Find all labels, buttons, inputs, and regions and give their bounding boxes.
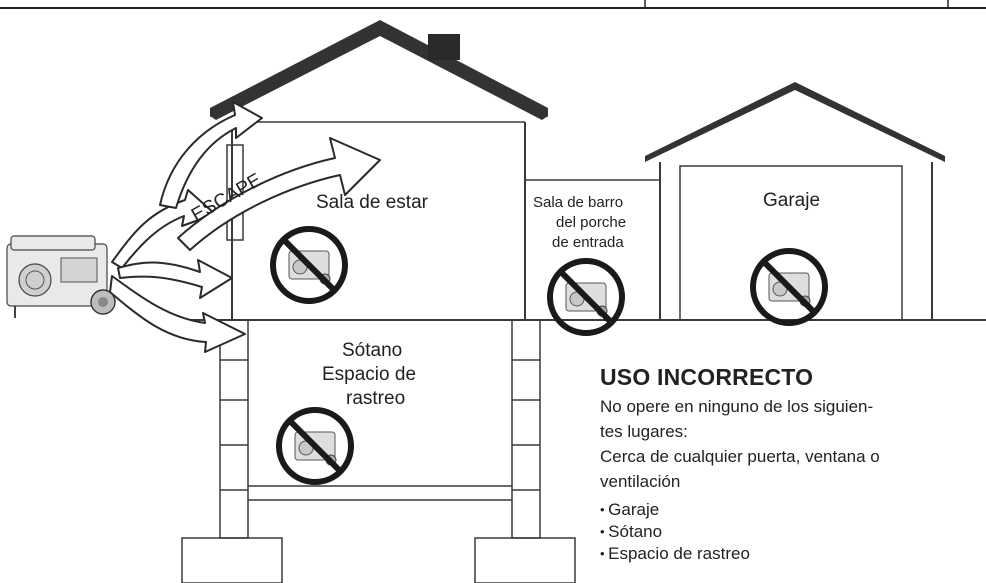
footing-right: [474, 537, 576, 583]
warning-line-1: No opere en ninguno de los siguien-: [600, 397, 874, 416]
exhaust-arrow-icon: [159, 101, 263, 209]
warning-title: USO INCORRECTO: [600, 364, 814, 390]
basement-label-line1: Sótano: [342, 340, 402, 361]
mudroom-label-line3: de entrada: [552, 234, 624, 251]
footing-left: [181, 537, 283, 583]
main-house: [210, 20, 660, 320]
warning-line-3: Cerca de cualquier puerta, ventana o: [600, 447, 880, 466]
warning-line-2: tes lugares:: [600, 422, 688, 441]
basement-label-line3: rastreo: [346, 388, 405, 409]
basement-label-line2: Espacio de: [322, 364, 416, 385]
list-item: Garaje: [600, 499, 980, 521]
generator-icon: [6, 235, 116, 318]
mudroom-label-line2: del porche: [556, 214, 626, 231]
basement-walls: [181, 319, 576, 583]
no-generator-icon: [276, 407, 354, 485]
living-room-label: Sala de estar: [316, 192, 429, 213]
no-generator-icon: [547, 258, 625, 336]
exhaust-arrow-icon: [117, 259, 233, 299]
no-generator-icon: [270, 226, 348, 304]
garage-label: Garaje: [763, 190, 820, 211]
exhaust-arrows: ESCAPE: [109, 101, 381, 353]
chimney: [428, 34, 460, 60]
no-generator-icon: [750, 248, 828, 326]
header-rule: [0, 0, 986, 9]
list-item: Espacio de rastreo: [600, 543, 980, 565]
list-item: Sótano: [600, 521, 980, 543]
improper-use-warning: USO INCORRECTO No opere en ninguno de lo…: [600, 364, 980, 565]
exhaust-arrow-icon: [109, 275, 246, 353]
garage-roof: [645, 82, 945, 162]
mudroom-label-line1: Sala de barro: [533, 194, 623, 211]
escape-arrow: [177, 137, 381, 251]
warning-location-list: Garaje Sótano Espacio de rastreo: [600, 499, 980, 565]
warning-line-4: ventilación: [600, 472, 681, 491]
